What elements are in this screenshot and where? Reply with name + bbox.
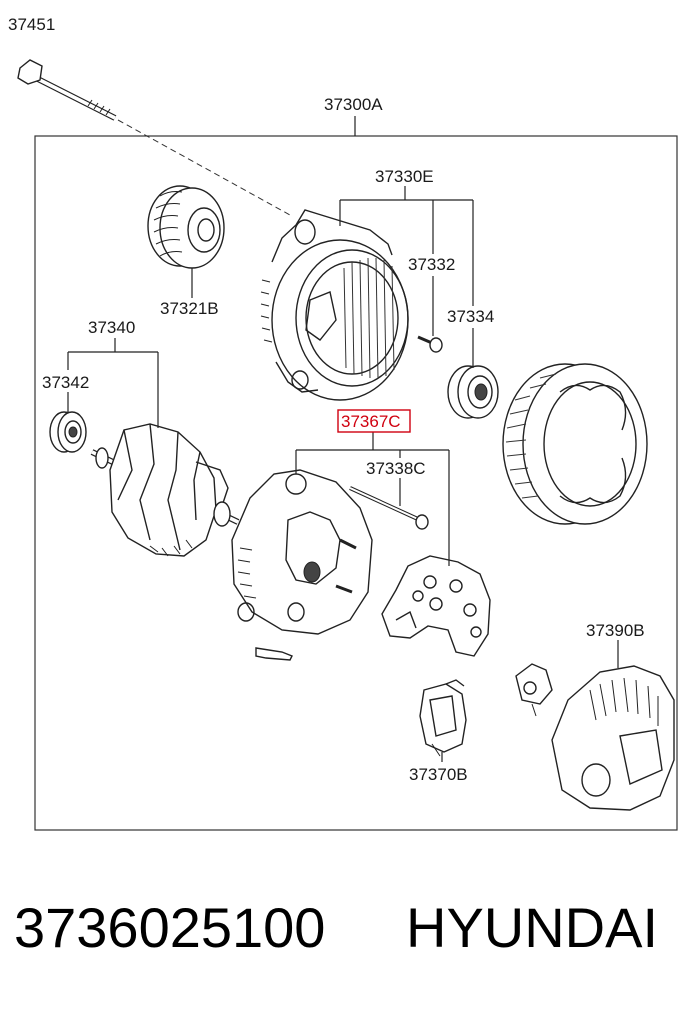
label-assembly[interactable]: 37300A — [324, 95, 383, 114]
bearing-37342-drawing — [49, 411, 87, 453]
exploded-parts-diagram: 37451 37300A 37330E 37321B 37332 37334 3… — [8, 15, 678, 831]
part-number-text: 3736025100 — [14, 896, 326, 959]
label-rear-cover[interactable]: 37390B — [586, 621, 645, 640]
label-through-bolt[interactable]: 37338C — [366, 459, 426, 478]
label-bearing-rear[interactable]: 37342 — [42, 373, 89, 392]
pulley-37321B-drawing — [147, 185, 225, 269]
terminal-clip-drawing — [515, 663, 553, 717]
screw-37332-drawing — [417, 335, 443, 353]
label-bearing-front[interactable]: 37334 — [447, 307, 494, 326]
leader-lines — [67, 116, 619, 762]
highlight-box — [337, 409, 411, 433]
bolt-37451-drawing — [17, 59, 291, 216]
label-pulley[interactable]: 37321B — [160, 299, 219, 318]
label-regulator[interactable]: 37370B — [409, 765, 468, 784]
rotor-37340-drawing — [90, 423, 240, 557]
label-rear-bracket[interactable]: 37367C — [341, 412, 401, 431]
through-bolt-37338C-drawing — [349, 486, 429, 530]
rear-bracket-37367C-drawing — [231, 469, 373, 661]
regulator-37370B-drawing — [419, 679, 467, 757]
front-bracket-37330E-drawing — [260, 209, 409, 401]
rear-cover-37390B-drawing — [551, 665, 675, 811]
label-front-bracket[interactable]: 37330E — [375, 167, 434, 186]
rectifier-drawing — [381, 555, 491, 657]
label-screw[interactable]: 37332 — [408, 255, 455, 274]
stator-drawing — [502, 363, 648, 525]
label-rotor[interactable]: 37340 — [88, 318, 135, 337]
label-bolt[interactable]: 37451 — [8, 15, 55, 34]
bearing-37334-drawing — [447, 365, 499, 419]
brand-text: HYUNDAI — [406, 896, 659, 959]
assembly-frame — [34, 135, 678, 831]
